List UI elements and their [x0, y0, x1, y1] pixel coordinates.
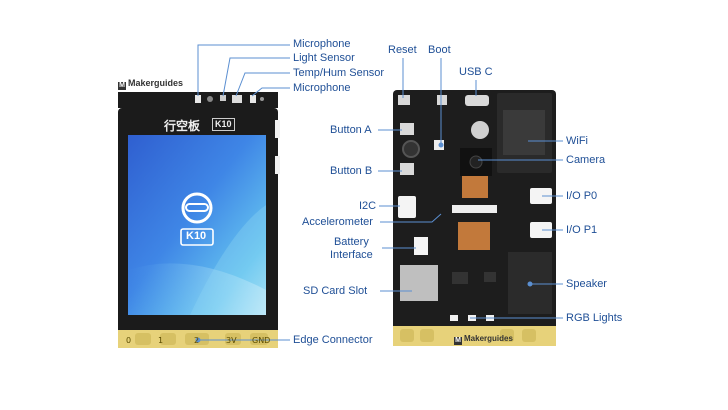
board-name-cn: 行空板 — [164, 119, 201, 133]
label-usb-c: USB C — [459, 66, 493, 78]
label-sd-card-slot: SD Card Slot — [303, 285, 368, 297]
label-accelerometer: Accelerometer — [302, 216, 373, 228]
screen-badge: K10 — [186, 230, 207, 242]
button-a-part — [400, 123, 414, 135]
label-edge-connector: Edge Connector — [293, 334, 373, 346]
light-sensor-part — [220, 95, 226, 101]
label-battery-interface: Battery Interface — [330, 236, 373, 261]
back-board — [393, 90, 556, 346]
label-io-p1: I/O P1 — [566, 224, 598, 236]
leader-lines-front — [195, 44, 290, 343]
label-reset: Reset — [388, 44, 417, 56]
battery-connector — [414, 237, 428, 255]
brand-text-back: Makerguides — [464, 334, 513, 343]
label-camera: Camera — [566, 154, 606, 166]
brand-text: Makerguides — [128, 78, 184, 88]
edge-number-gnd: GND — [252, 336, 271, 345]
label-speaker: Speaker — [566, 278, 607, 290]
microphone-front-2-part — [250, 95, 256, 103]
i2c-connector — [398, 196, 416, 218]
label-boot: Boot — [428, 44, 451, 56]
temp-sensor-part — [232, 95, 242, 103]
label-i2c: I2C — [359, 200, 377, 212]
label-rgb-lights: RGB Lights — [566, 312, 623, 324]
label-button-a: Button A — [330, 124, 372, 136]
label-io-p0: I/O P0 — [566, 190, 598, 202]
edge-number-1: 1 — [158, 336, 164, 345]
microphone-front-part — [195, 95, 201, 103]
io-p1-connector — [530, 222, 552, 238]
label-light-sensor: Light Sensor — [293, 52, 355, 64]
label-microphone-2: Microphone — [293, 82, 351, 94]
io-p0-connector — [530, 188, 552, 204]
usb-c-port — [465, 95, 489, 106]
label-temp-hum-sensor: Temp/Hum Sensor — [293, 67, 385, 79]
reset-button-part — [398, 95, 410, 105]
edge-number-0: 0 — [126, 336, 132, 345]
edge-number-2: 2 — [194, 336, 200, 345]
edge-number-3v: 3V — [226, 336, 237, 345]
front-board — [118, 92, 280, 348]
board-badge: K10 — [212, 118, 235, 131]
button-b-part — [400, 163, 414, 175]
label-microphone-top: Microphone — [293, 38, 351, 50]
leader-lines-back — [378, 58, 563, 319]
sd-card-slot-part — [400, 265, 438, 301]
label-button-b: Button B — [330, 165, 373, 177]
label-wifi: WiFi — [566, 135, 588, 147]
